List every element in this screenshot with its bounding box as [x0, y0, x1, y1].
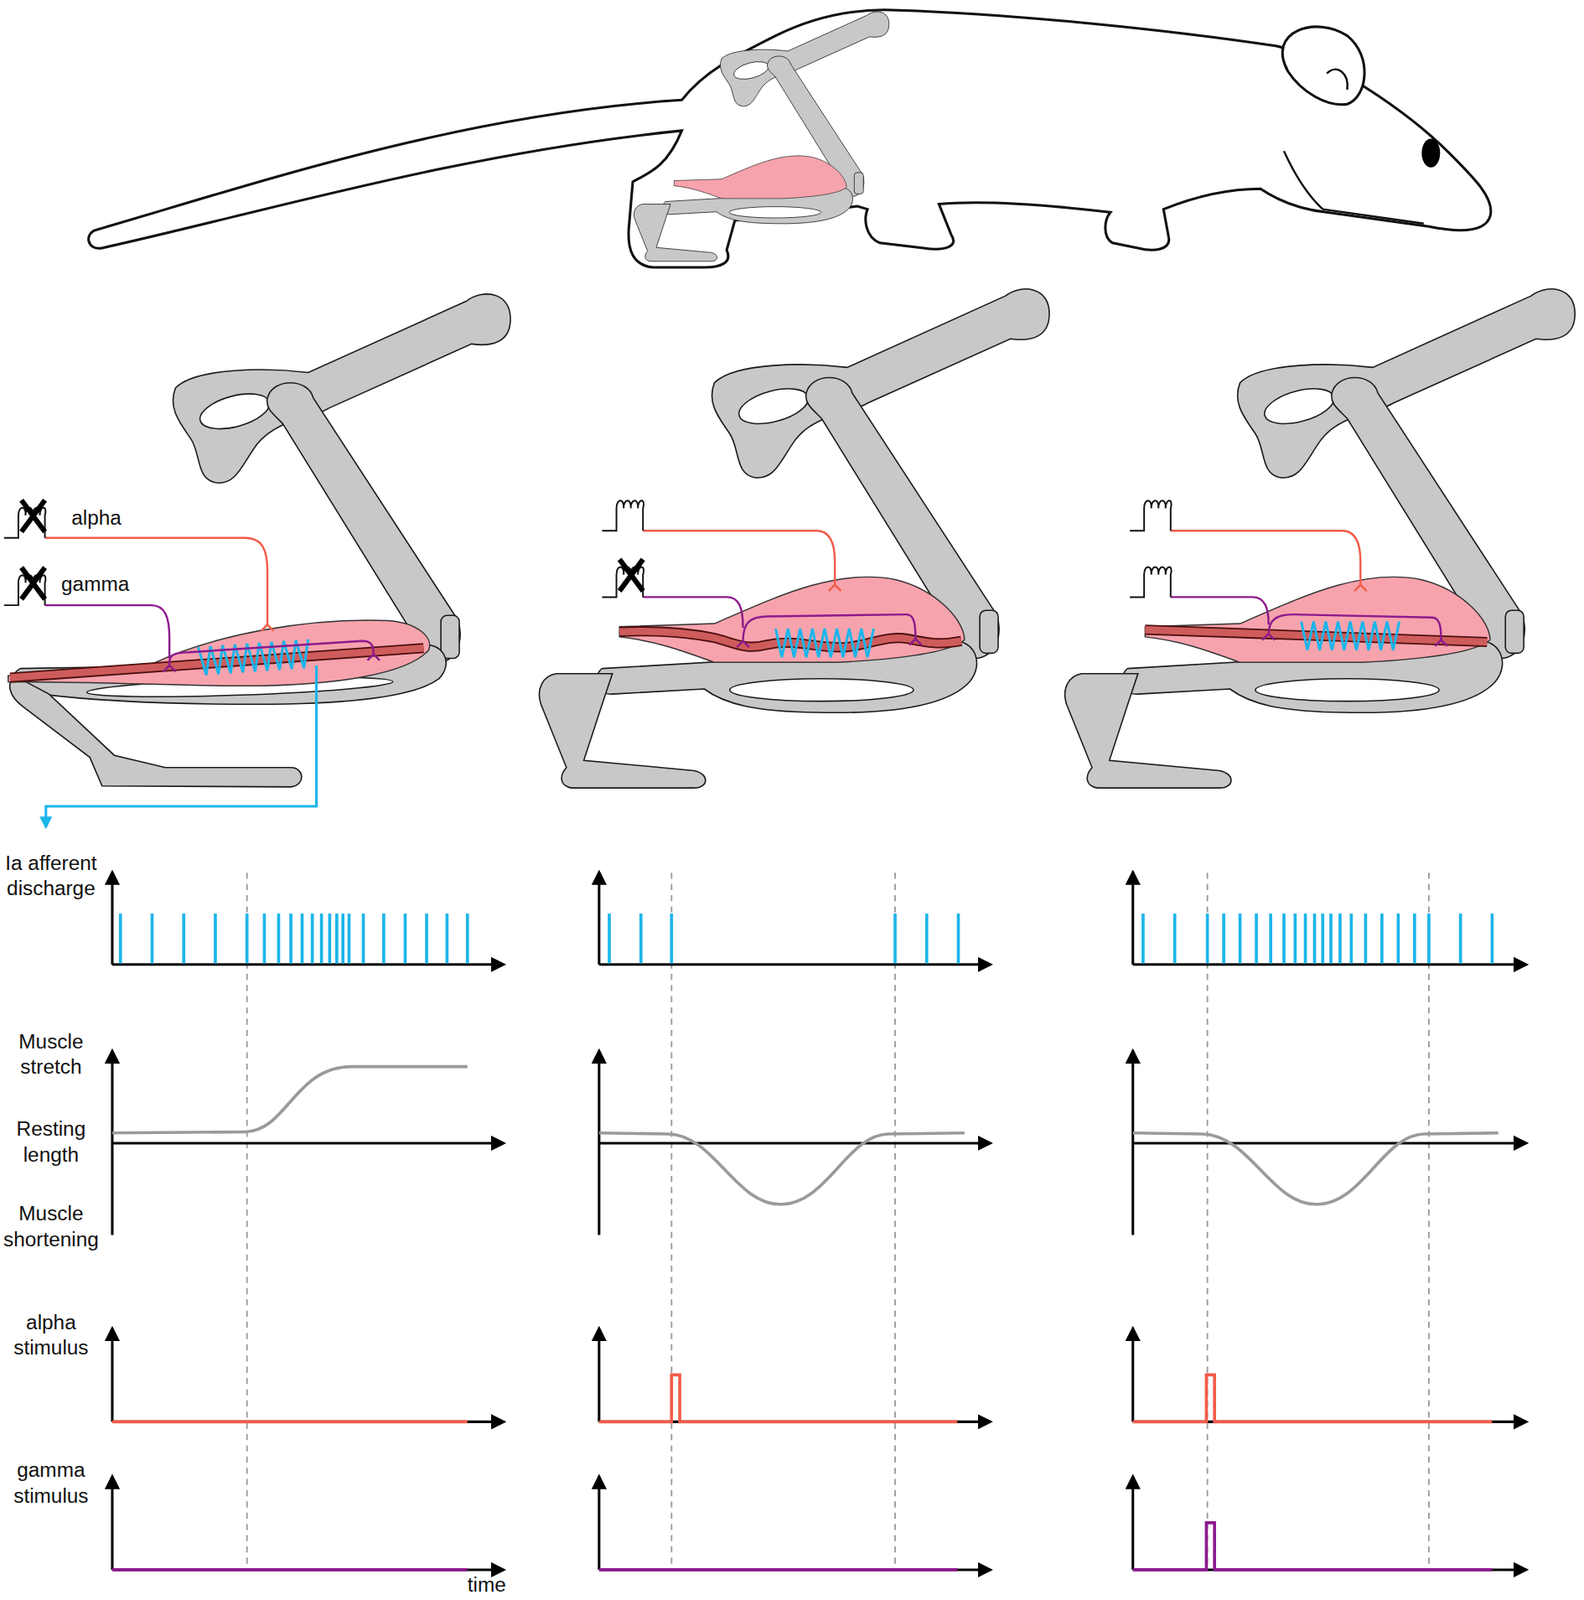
y-axis: [110, 1329, 114, 1423]
alpha-ending: [261, 624, 275, 631]
stimulator-symbol: [1129, 500, 1172, 531]
stimulus-traces: [112, 1374, 1492, 1570]
gamma-endings: [163, 654, 380, 673]
spike-trains: [120, 913, 1493, 964]
x-axis: [599, 962, 990, 966]
alpha-pulse: [599, 1374, 958, 1422]
y-axis: [597, 1329, 601, 1423]
motor-axon-label: gamma: [61, 572, 130, 596]
rat-ear-fold: [1326, 69, 1348, 90]
recording-lead: [46, 665, 317, 827]
y-axis: [597, 872, 601, 965]
ia-spikes: [1143, 913, 1492, 964]
stimulator: [1129, 566, 1172, 597]
x-axis: [112, 962, 503, 966]
time-markers: [247, 872, 1429, 1570]
alpha-trace: [112, 1420, 468, 1424]
gamma-motor-axon: [642, 596, 743, 628]
x-axis: [599, 1568, 990, 1571]
x-axis: [112, 1420, 503, 1424]
x-axis: [112, 1568, 503, 1571]
dashed-marker: [670, 872, 673, 1570]
dashed-marker: [894, 872, 896, 1570]
hindlimb: [1065, 289, 1576, 788]
gamma-motor-axon: [1170, 596, 1269, 625]
x-axis: [1133, 1141, 1527, 1144]
stimulator-symbol: [601, 500, 644, 531]
spindle-capsule: [169, 641, 374, 666]
ia-spikes: [609, 913, 958, 964]
stimulator-symbol: [1129, 566, 1172, 597]
y-axis: [110, 1476, 114, 1570]
calf-muscle: [673, 155, 847, 199]
ia-spikes: [120, 913, 468, 964]
alpha-ending: [1354, 584, 1367, 591]
foot-bone: [10, 675, 302, 787]
hip-bones: [172, 294, 511, 664]
gamma-trace: [112, 1568, 468, 1572]
rat-eye: [1421, 139, 1440, 168]
ia-afferent-coil: [1301, 621, 1400, 651]
blocked-mark: [619, 559, 643, 591]
ia-afferent-coil: [776, 628, 875, 658]
rat-outline: [88, 10, 1491, 268]
stimulator: [4, 567, 47, 606]
stimulator: [1129, 500, 1172, 531]
rat-hindlimb: [633, 11, 889, 262]
gamma-motor-axon: [45, 605, 171, 658]
y-axis: [1131, 872, 1134, 965]
alpha-pulse: [1133, 1374, 1493, 1422]
alpha-ending: [828, 584, 842, 591]
axis-label: Resting length: [0, 1116, 103, 1168]
graph-axes: [112, 872, 1527, 1570]
gamma-endings: [1262, 633, 1447, 647]
alpha-motor-axon: [45, 538, 268, 626]
axis-label: Muscle shortening: [0, 1200, 103, 1253]
y-axis: [597, 1476, 601, 1570]
hip-bones: [172, 294, 511, 664]
gamma-pulse: [1133, 1522, 1493, 1570]
shortening-trace: [599, 1133, 965, 1205]
motor-axon-label: alpha: [71, 506, 122, 529]
row-label: alpha stimulus: [0, 1309, 103, 1361]
x-axis: [599, 1141, 990, 1144]
x-axis: [1133, 962, 1527, 966]
stimulator: [601, 559, 644, 597]
intrafusal-fiber: [10, 647, 424, 678]
stimulator: [4, 500, 47, 539]
spindle-capsule: [1268, 614, 1442, 640]
x-axis: [112, 1141, 503, 1144]
blocked-mark: [21, 500, 46, 533]
axis-title: time: [467, 1573, 507, 1596]
intrafusal-fiber: [10, 647, 424, 678]
alpha-motor-axon: [642, 530, 835, 585]
rat-ear: [1282, 26, 1365, 105]
calf-muscle: [1144, 576, 1491, 663]
y-axis: [1131, 1329, 1134, 1423]
dashed-marker: [1206, 872, 1209, 1570]
rat-jaw-line: [1283, 150, 1323, 209]
stretch-trace: [112, 1066, 468, 1134]
axis-label: Muscle stretch: [0, 1029, 103, 1081]
calf-muscle: [8, 620, 430, 686]
rat-mouth-line: [1322, 209, 1424, 224]
length-traces: [112, 1066, 1499, 1205]
y-axis: [110, 872, 114, 965]
row-label: gamma stimulus: [0, 1457, 103, 1509]
dashed-marker: [1428, 872, 1430, 1570]
shortening-trace: [1133, 1133, 1499, 1205]
row-label: Ia afferent discharge: [0, 849, 103, 901]
gamma-trace: [599, 1568, 958, 1572]
gamma-endings: [736, 638, 922, 648]
dashed-marker: [246, 872, 249, 1570]
alpha-motor-axon: [1170, 530, 1362, 585]
calf-muscle: [619, 576, 965, 663]
stimulator: [601, 500, 644, 531]
y-axis: [1131, 1476, 1134, 1570]
spindle-capsule: [743, 614, 917, 642]
blocked-mark: [21, 567, 46, 600]
